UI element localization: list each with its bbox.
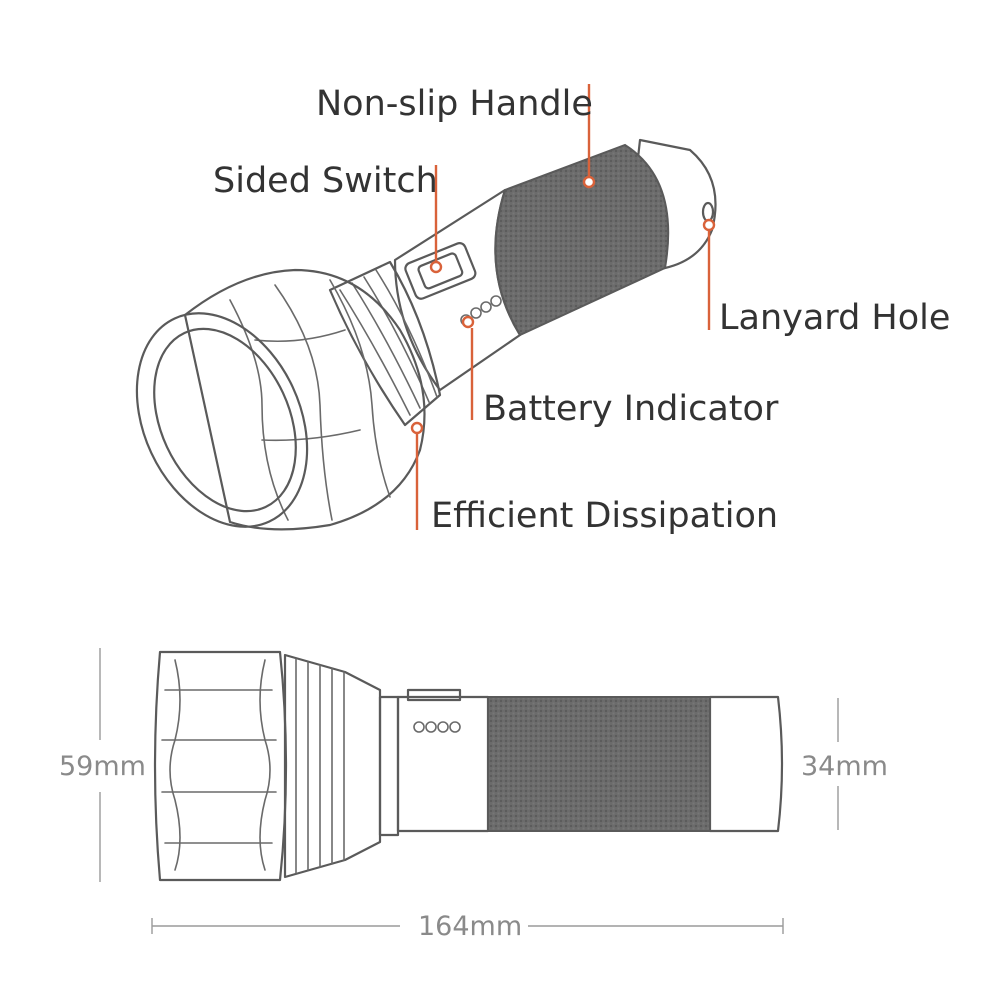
lens-bezel (135, 312, 309, 528)
dimension-length: 164mm (418, 911, 522, 942)
side-neck (378, 695, 400, 837)
mid-body (393, 188, 522, 392)
indicator-marker (461, 315, 475, 329)
side-head (153, 650, 288, 882)
lens (153, 327, 297, 513)
label-battery-indicator: Battery Indicator (483, 389, 779, 429)
lanyard-hole (701, 201, 715, 223)
side-tail-cap (708, 695, 784, 833)
callout-leaders (410, 84, 716, 530)
label-sided-switch: Sided Switch (213, 161, 438, 201)
lanyard-marker (702, 218, 716, 232)
label-efficient-dissipation: Efficient Dissipation (431, 496, 778, 536)
side-fins (283, 653, 382, 879)
dimension-head-diameter: 59mm (59, 751, 146, 782)
side-mid-body (396, 695, 490, 833)
handle-marker (582, 175, 596, 189)
flashlight-side-view (153, 650, 784, 882)
side-switch (406, 688, 462, 702)
flashlight-perspective (135, 138, 717, 531)
non-slip-grip (494, 143, 670, 337)
dissipation-marker (410, 421, 424, 435)
dimension-tail-diameter: 34mm (801, 751, 888, 782)
switch-marker (429, 260, 443, 274)
side-grip (487, 696, 711, 832)
heat-sink-fins (328, 260, 442, 427)
label-lanyard-hole: Lanyard Hole (719, 298, 950, 338)
dimension-lines (99, 648, 839, 934)
flashlight-head (183, 268, 426, 531)
label-non-slip-handle: Non-slip Handle (316, 84, 593, 124)
